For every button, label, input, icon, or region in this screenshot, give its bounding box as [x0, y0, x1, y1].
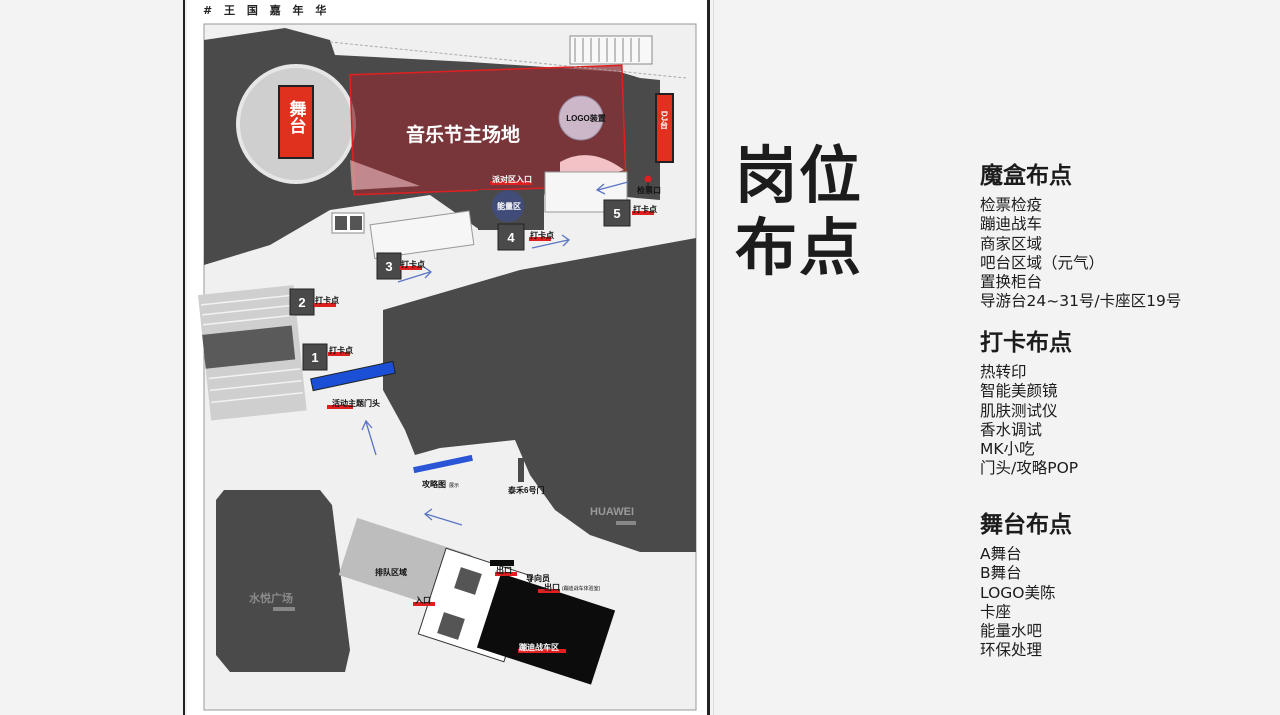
list-item: 蹦迪战车 [980, 215, 1043, 234]
guide-map-bar [413, 454, 473, 474]
checkpoint-4-number: 4 [507, 230, 515, 245]
stage-sign [278, 85, 314, 159]
section-heading: 舞台布点 [980, 512, 1072, 538]
checkpoint-1-number: 1 [311, 350, 318, 365]
list-item: 香水调试 [980, 420, 1043, 439]
list-item: 卡座 [980, 602, 1012, 621]
energy-zone-circle [492, 190, 524, 222]
main-venue-label: 音乐节主场地 [406, 123, 520, 146]
checkpoint-2-number: 2 [298, 295, 305, 310]
list-item: 热转印 [980, 363, 1027, 381]
section-stage: 舞台布点 A舞台 B舞台 LOGO美陈 卡座 能量水吧 环保处理 [980, 505, 1260, 661]
energy-zone-label: 能量区 [497, 201, 521, 211]
list-item: 检票检疫 [980, 196, 1043, 214]
checkpoint-3-number: 3 [385, 259, 392, 274]
list-item: B舞台 [980, 564, 1022, 583]
board-header: # 王 国 嘉 年 华 [203, 4, 331, 17]
stairs [369, 171, 628, 260]
guide-map-label: 攻略图 [422, 479, 446, 489]
dj-label: DJ台 [660, 111, 669, 130]
title-line-1: 岗位 [735, 139, 864, 212]
party-entrance-label: 派对区入口 [492, 174, 532, 184]
disco-car-label: 蹦迪战车区 [519, 642, 559, 652]
stage-label: 舞台 [287, 99, 307, 135]
checkpoint-1-box [302, 343, 328, 371]
exit2-note: (蹦迪战车体验室) [562, 585, 601, 592]
list-item: 智能美颜镜 [980, 382, 1058, 401]
page-title: 岗位 布点 [735, 140, 863, 284]
left-margin-panel [0, 0, 185, 715]
list-item: 门头/攻略POP [980, 459, 1079, 478]
checkpoint-4-box [497, 223, 525, 251]
checkpoint-5-box [603, 199, 631, 227]
theme-gate [310, 360, 396, 392]
checkpoint-2-box [289, 288, 315, 316]
queue-area-label: 排队区域 [375, 567, 407, 577]
theme-gate-label: 活动主题门头 [332, 398, 380, 408]
bleachers-left [197, 285, 307, 421]
section-heading: 打卡布点 [980, 330, 1072, 356]
list-item: MK小吃 [980, 440, 1035, 459]
main-venue-area [349, 64, 627, 196]
exit2-label: 出口 [544, 582, 560, 592]
dj-booth [655, 93, 674, 163]
checkpoint-3-label: 打卡点 [401, 259, 425, 269]
list-item: 能量水吧 [980, 622, 1043, 641]
list-item: LOGO美陈 [980, 583, 1056, 602]
bleachers-top [569, 35, 653, 65]
checkpoint-1-label: 打卡点 [329, 345, 353, 355]
checkpoint-5-number: 5 [613, 206, 620, 221]
legend-panel [713, 0, 1280, 715]
section-magicbox: 魔盒布点 检票检疫 蹦迪战车 商家区域 吧台区域（元气） 置换柜台 导游台24~… [980, 156, 1260, 312]
flow-arrows [361, 181, 629, 526]
shuiyue-plaza-label: 水悦广场 [249, 591, 293, 605]
logo-install-circle [558, 95, 604, 141]
disco-car-zone [476, 573, 616, 685]
guide-map-note: 展示 [449, 483, 459, 489]
huawei-label: HUAWEI [590, 506, 634, 518]
checkpoint-4-label: 打卡点 [530, 230, 554, 240]
section-checkin: 打卡布点 热转印 智能美颜镜 肌肤测试仪 香水调试 MK小吃 门头/攻略POP [980, 323, 1260, 479]
list-item: 商家区域 [980, 234, 1043, 253]
list-item: 置换柜台 [980, 273, 1043, 292]
gate-no-label: 泰禾6号门 [507, 485, 544, 495]
list-item: 环保处理 [980, 641, 1043, 660]
entrance-label: 入口 [414, 596, 431, 605]
ticket-check-label: 检票口 [637, 185, 661, 195]
logo-install-label: LOGO装置 [566, 113, 606, 123]
list-item: 导游台24~31号/卡座区19号 [980, 292, 1182, 311]
exit-label: 出口 [496, 565, 512, 575]
list-item: 吧台区域（元气） [980, 253, 1105, 272]
list-item: 肌肤测试仪 [980, 401, 1058, 420]
red-tags [314, 181, 654, 653]
section-heading: 魔盒布点 [980, 163, 1072, 189]
checkpoint-5-label: 打卡点 [633, 204, 657, 214]
shuiyue-plaza [216, 490, 350, 672]
checkpoint-2-label: 打卡点 [315, 295, 339, 305]
list-item: A舞台 [980, 545, 1022, 563]
building-block [383, 238, 696, 552]
guide-staff-label: 导向员 [526, 573, 550, 583]
title-line-2: 布点 [735, 211, 864, 284]
